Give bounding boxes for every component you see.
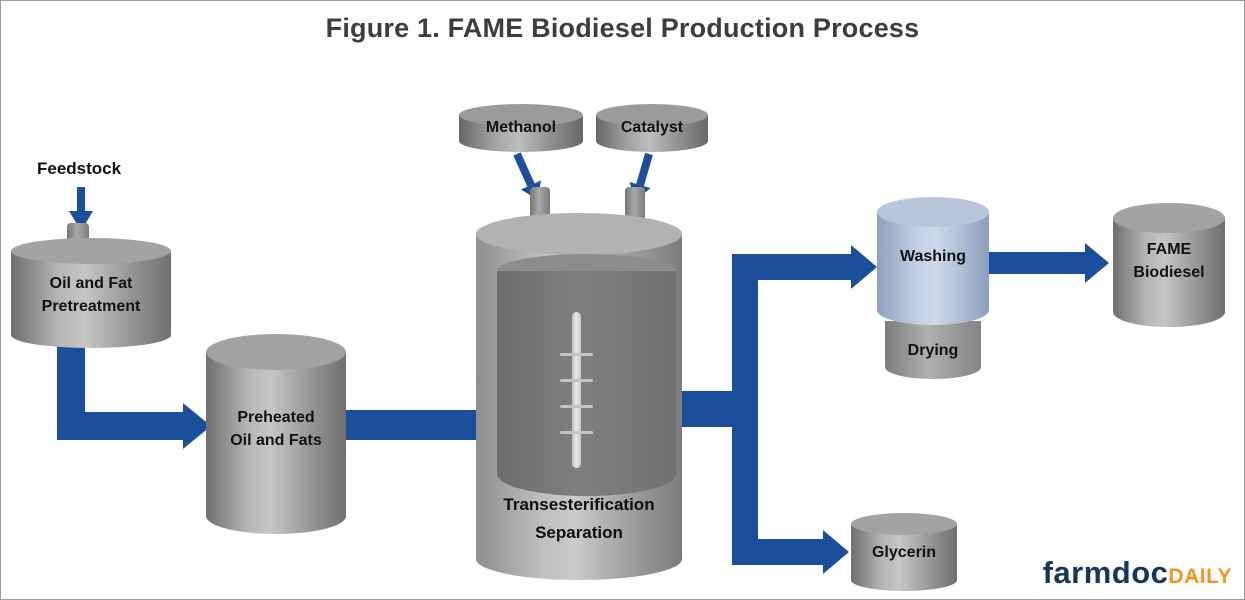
node-oil-fat-pretreatment: Oil and Fat Pretreatment (11, 223, 171, 348)
cylinder-lid (596, 104, 708, 126)
arrowhead-feedstock (69, 211, 93, 231)
washing-label: Washing (899, 248, 967, 265)
cylinder-body (11, 251, 171, 348)
pipe-to-glycerin (732, 391, 823, 565)
drying-label: Drying (907, 342, 959, 359)
preheated-label-line1: Preheated (237, 409, 315, 426)
arrow-catalyst (636, 152, 653, 187)
cylinder-lid (206, 334, 346, 370)
reactor-inner-chamber (497, 254, 676, 496)
cylinder-body (1113, 218, 1225, 327)
cylinder-lid (11, 238, 171, 264)
pretreatment-label-line1: Oil and Fat (49, 275, 133, 292)
arrowhead-to-glycerin (823, 530, 849, 574)
pipe-pretreatment-to-preheated (57, 337, 183, 440)
agitator-blade-icon (560, 405, 593, 408)
brand-daily: DAILY (1168, 565, 1232, 588)
reactor-label-line1: Transesterification (503, 495, 655, 514)
agitator-blade-icon (560, 379, 593, 382)
figure-title: Figure 1. FAME Biodiesel Production Proc… (325, 13, 920, 43)
node-preheated-oil-fats: Preheated Oil and Fats (206, 334, 346, 534)
cylinder-body (877, 212, 989, 325)
node-catalyst: Catalyst (596, 104, 708, 152)
methanol-label: Methanol (485, 119, 557, 136)
arrowhead-to-washing (851, 245, 877, 289)
node-drying: Drying (885, 321, 981, 379)
node-washing: Washing (877, 197, 989, 325)
node-transesterification-reactor: Transesterification Separation (476, 187, 682, 580)
catalyst-label: Catalyst (620, 119, 684, 136)
node-fame-biodiesel: FAME Biodiesel (1113, 203, 1225, 327)
pretreatment-label-line2: Pretreatment (41, 298, 141, 315)
pipe-to-washing (732, 254, 851, 427)
cylinder-lid (851, 513, 957, 535)
cylinder-lid (1113, 203, 1225, 233)
node-glycerin: Glycerin (851, 513, 957, 591)
reactor-lid (476, 213, 682, 255)
cylinder-lid (459, 104, 583, 126)
cylinder-body (851, 524, 957, 591)
reactor-inlet-nub-right (625, 187, 645, 219)
cylinder-lid (877, 197, 989, 227)
fame-label-line2: Biodiesel (1133, 264, 1205, 281)
reactor-inlet-nub-left (530, 187, 550, 219)
reactor-label-line2: Separation (535, 523, 623, 542)
arrowhead-to-fame (1085, 243, 1109, 283)
agitator-blade-icon (560, 431, 593, 434)
arrow-methanol (513, 152, 535, 187)
cylinder-body (206, 352, 346, 534)
agitator-blade-icon (560, 353, 593, 356)
reactor-inner-body (497, 271, 676, 496)
arrowhead-to-preheated (183, 403, 211, 449)
agitator-rod-icon (572, 312, 581, 468)
fame-label-line1: FAME (1146, 241, 1192, 258)
feedstock-label: Feedstock (37, 159, 122, 178)
preheated-label-line2: Oil and Fats (230, 432, 322, 449)
node-methanol: Methanol (459, 104, 583, 152)
brand-farmdoc: farmdoc (1042, 555, 1169, 590)
glycerin-label: Glycerin (871, 544, 937, 561)
